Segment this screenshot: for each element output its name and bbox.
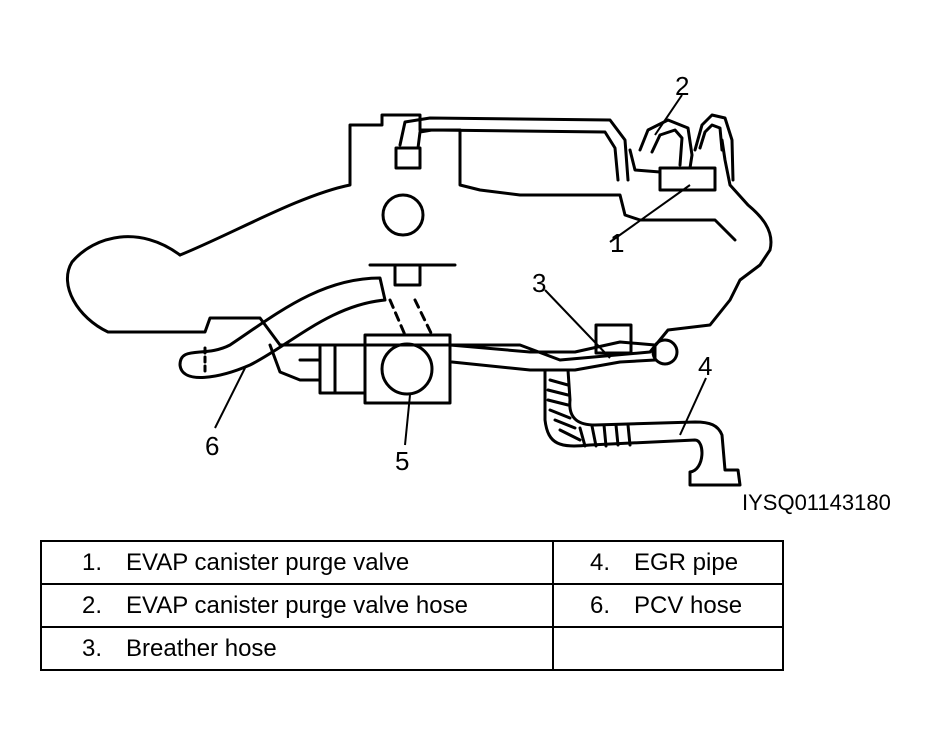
legend-row: 2. EVAP canister purge valve hose 6. PCV h…: [40, 583, 784, 628]
callout-2: 2: [675, 71, 689, 101]
leader-line-5: [404, 394, 411, 446]
top-tube: [398, 116, 630, 182]
legend-text: EVAP canister purge valve: [126, 548, 410, 576]
legend-text: EVAP canister purge valve hose: [126, 591, 468, 619]
throttle-bore: [380, 342, 434, 396]
leader-line-2: [654, 94, 683, 136]
legend-cell: 2. EVAP canister purge valve hose: [40, 583, 554, 628]
legend-number: 3.: [81, 634, 102, 662]
top-fitting: [394, 146, 422, 170]
purge-valve: [658, 166, 717, 192]
legend-text: EGR pipe: [634, 548, 739, 576]
legend-cell: 6. PCV hose: [552, 583, 784, 628]
legend-number: 6.: [589, 591, 610, 619]
callout-1: 1: [610, 228, 624, 258]
throttle-actuator: [318, 343, 367, 395]
legend-row: 3. Breather hose: [40, 626, 784, 671]
legend-cell: 1. EVAP canister purge valve: [40, 540, 554, 585]
leader-line-6: [214, 367, 246, 429]
legend-text: PCV hose: [634, 591, 743, 619]
leader-line-1: [609, 184, 691, 243]
engine-body-outline: [65, 138, 773, 362]
engine-diagram: 1 2 3 4 5 6: [65, 71, 773, 487]
legend-row: 1. EVAP canister purge valve 4. EGR pipe: [40, 540, 784, 585]
callout-3: 3: [532, 268, 546, 298]
callout-5: 5: [395, 446, 409, 476]
legend-text: Breather hose: [126, 634, 277, 662]
engine-top-outline: [178, 113, 737, 257]
engine-boss: [381, 193, 425, 237]
egr-pipe: [543, 368, 742, 487]
legend-number: 2.: [81, 591, 102, 619]
reference-code: IYSQ01143180: [742, 490, 891, 515]
legend-cell: 4. EGR pipe: [552, 540, 784, 585]
parts-legend-table: 1. EVAP canister purge valve 4. EGR pipe 2…: [40, 540, 784, 671]
legend-cell: 3. Breather hose: [40, 626, 554, 671]
breather-hose: [448, 340, 657, 372]
legend-cell: [552, 626, 784, 671]
pcv-hose: [178, 276, 387, 379]
callout-6: 6: [205, 431, 219, 461]
legend-number: 4.: [589, 548, 610, 576]
callout-4: 4: [698, 351, 712, 381]
leader-line-4: [679, 377, 707, 436]
leader-line-3: [544, 289, 611, 359]
legend-number: 1.: [81, 548, 102, 576]
